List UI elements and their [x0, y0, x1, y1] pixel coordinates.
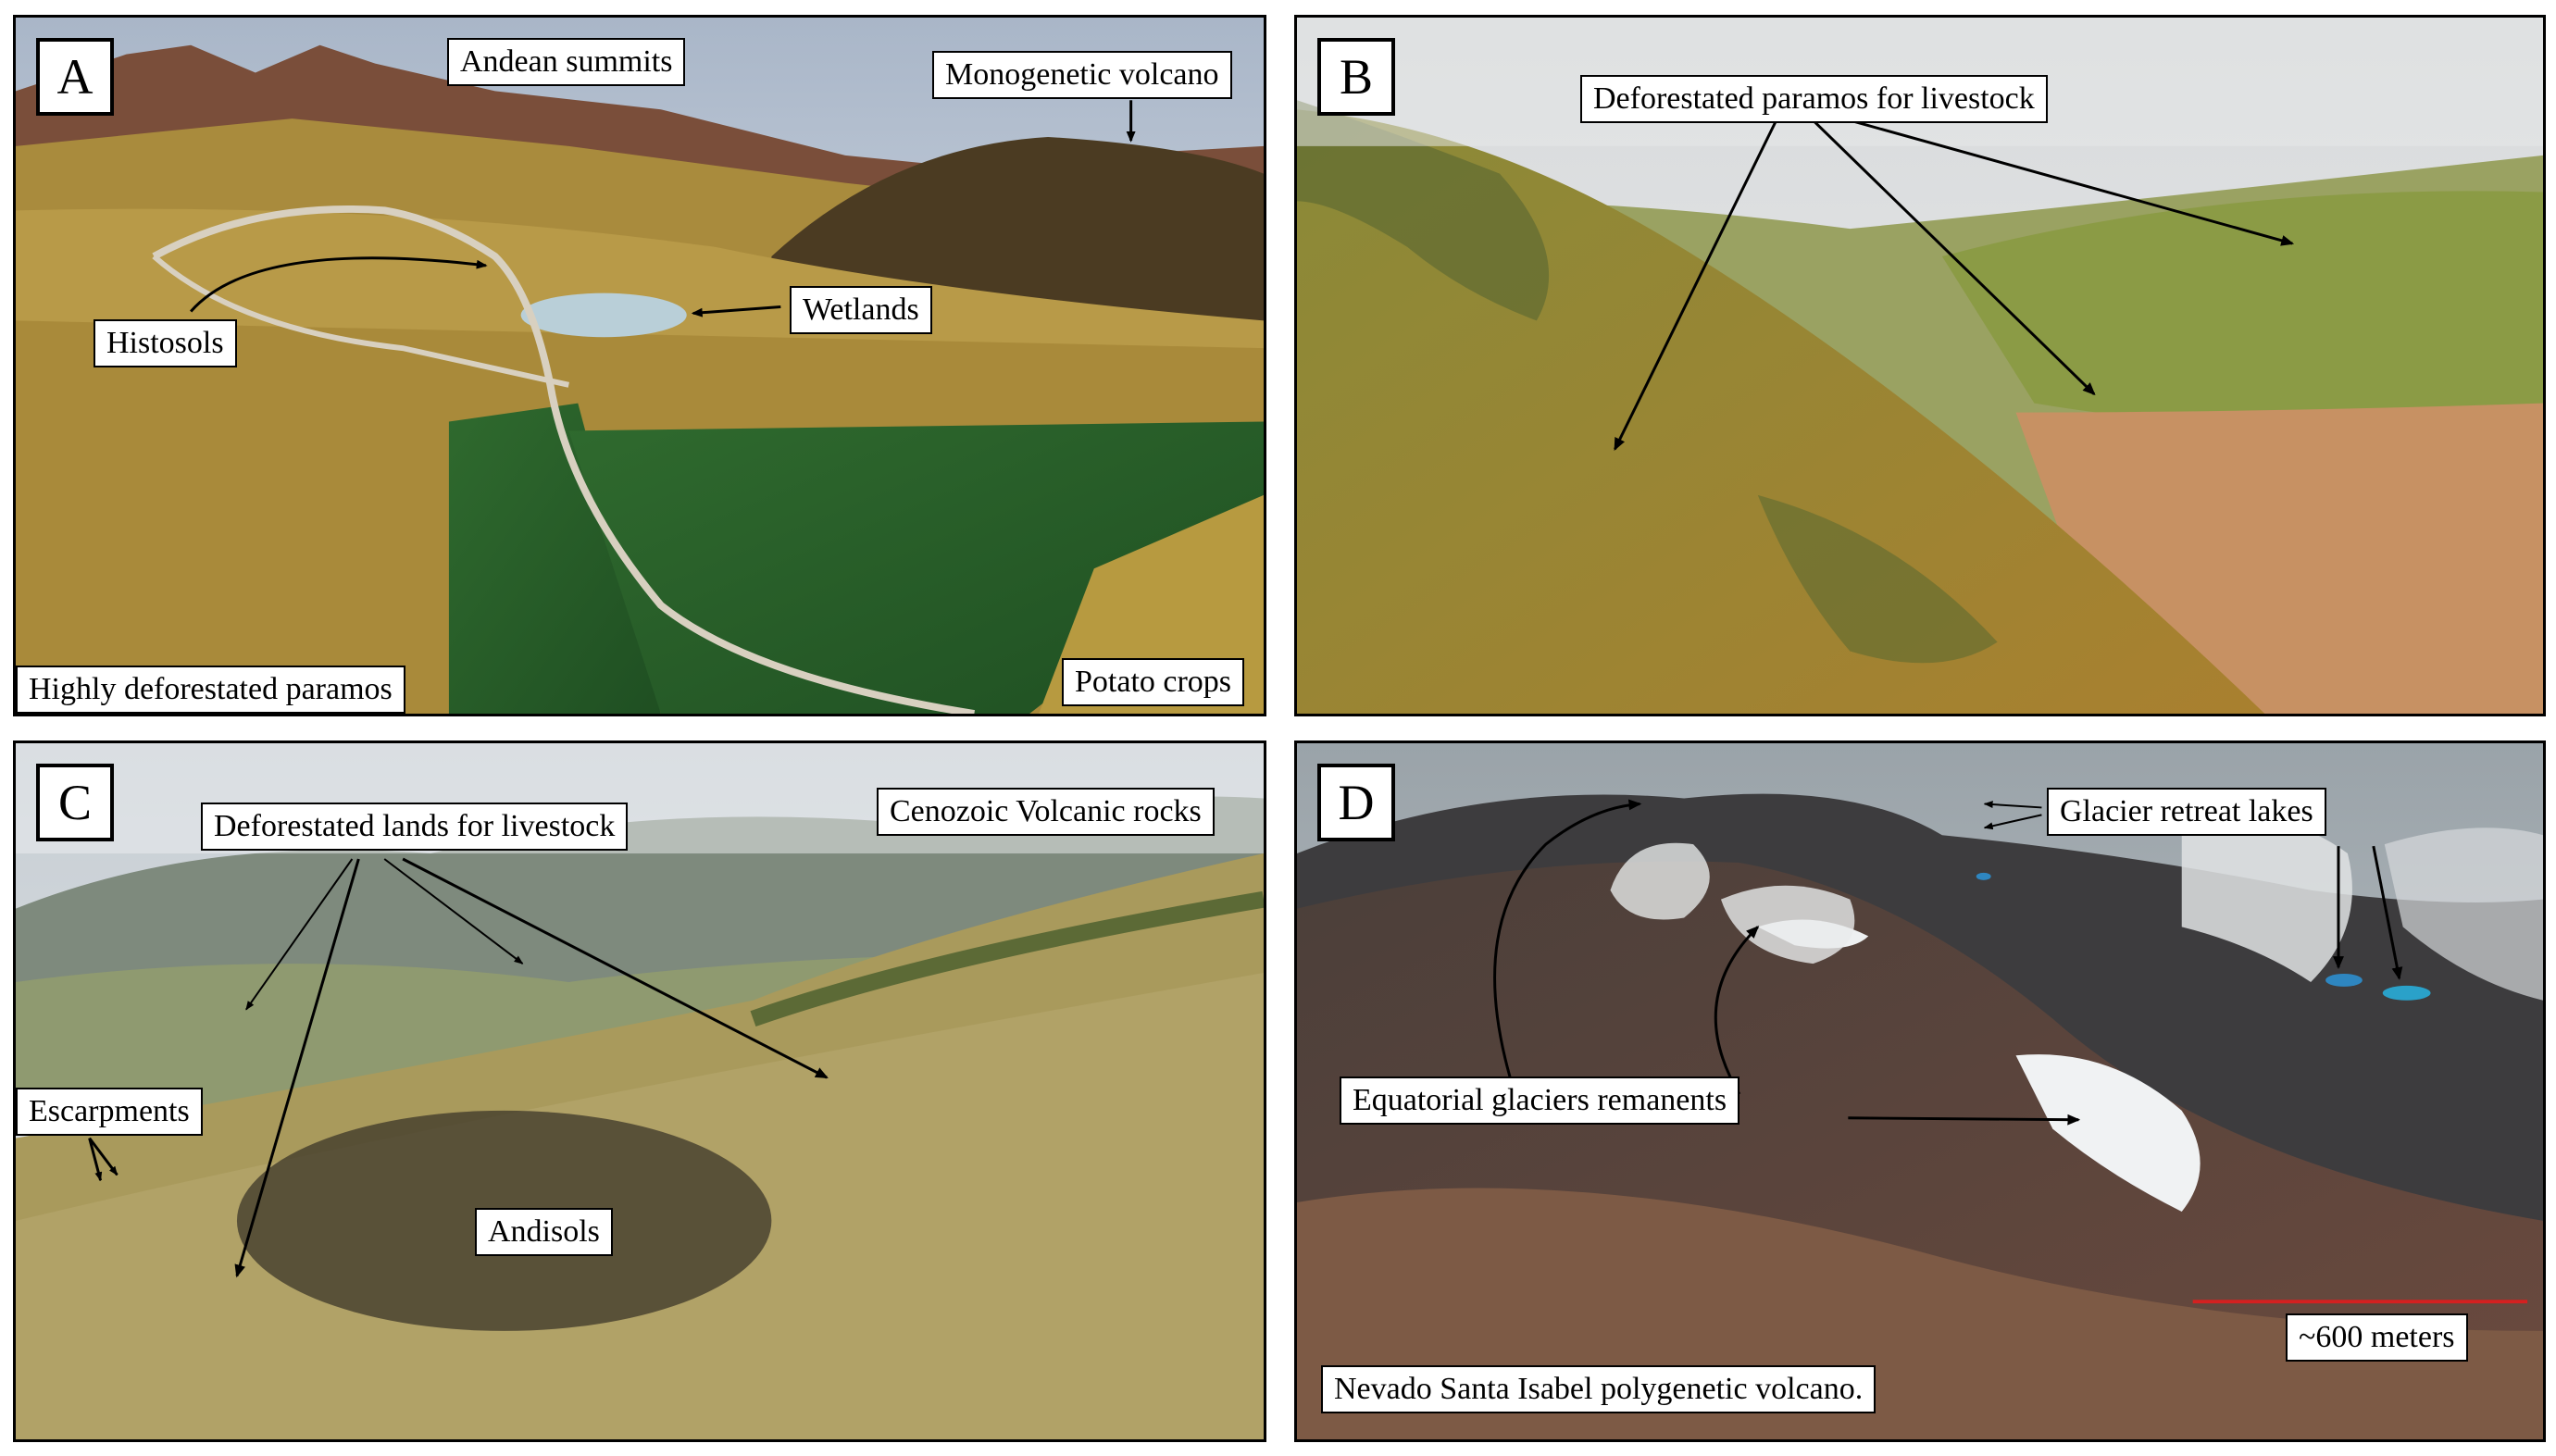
- label-wetlands: Wetlands: [790, 286, 932, 334]
- panel-a-letter: A: [36, 38, 114, 116]
- label-monogenetic-volcano: Monogenetic volcano: [932, 51, 1232, 99]
- panel-d-letter: D: [1317, 764, 1395, 841]
- panel-c-letter: C: [36, 764, 114, 841]
- label-histosols: Histosols: [94, 319, 237, 367]
- label-deforestated-paramos: Deforestated paramos for livestock: [1580, 75, 2048, 123]
- panel-d: D Glacier retreat lakes Equatorial glaci…: [1294, 740, 2546, 1442]
- label-glacier-lakes: Glacier retreat lakes: [2047, 788, 2326, 836]
- label-escarpments: Escarpments: [16, 1088, 203, 1136]
- label-volcano-name: Nevado Santa Isabel polygenetic volcano.: [1321, 1365, 1876, 1413]
- panel-b: B Deforestated paramos for livestock: [1294, 15, 2546, 716]
- panel-c-photo: [16, 743, 1264, 1439]
- label-cenozoic-rocks: Cenozoic Volcanic rocks: [877, 788, 1215, 836]
- label-glaciers-remanents: Equatorial glaciers remanents: [1340, 1076, 1740, 1125]
- panel-c: C Deforestated lands for livestock Cenoz…: [13, 740, 1266, 1442]
- label-andean-summits: Andean summits: [447, 38, 686, 86]
- label-deforestated-lands: Deforestated lands for livestock: [201, 803, 629, 851]
- panel-b-letter: B: [1317, 38, 1395, 116]
- label-scale: ~600 meters: [2286, 1313, 2468, 1362]
- label-andisols: Andisols: [475, 1208, 613, 1256]
- panel-a: A Andean summits Monogenetic volcano His…: [13, 15, 1266, 716]
- label-potato-crops: Potato crops: [1062, 658, 1245, 706]
- label-highly-deforestated: Highly deforestated paramos: [16, 666, 405, 714]
